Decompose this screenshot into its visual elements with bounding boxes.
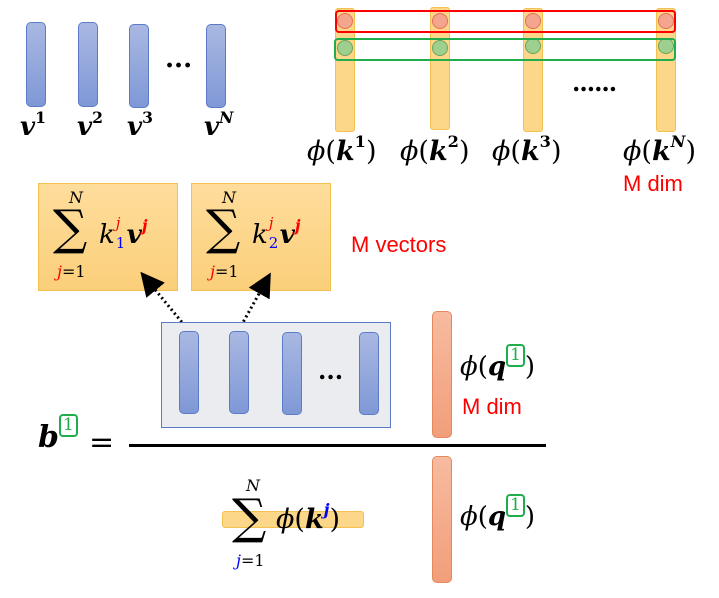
sum-upper-limit: N [222, 188, 236, 207]
equals-sign: = [89, 425, 115, 460]
value-ellipsis: ... [165, 44, 193, 74]
sum-lower-limit: j=1 [210, 262, 239, 281]
numerator-vector-bar-1 [179, 331, 199, 414]
query-feature-bar-numerator [432, 311, 452, 438]
key-element-dot-row2-2 [432, 40, 448, 56]
key-element-dot-row1-1 [337, 13, 353, 29]
value-label-2: v2 [77, 108, 103, 142]
sum-upper-limit: N [69, 188, 83, 207]
output-index-highlight: 1 [58, 414, 78, 437]
key-element-dot-row2-1 [337, 40, 353, 56]
dotted-arrow-1 [140, 271, 187, 327]
key-feature-label-2: ϕ(k2) [400, 132, 470, 167]
numerator-ellipsis: ... [318, 356, 344, 385]
first-dimension-highlight-box [335, 10, 676, 33]
m-vectors-label: M vectors [351, 232, 447, 257]
value-vector-bar-1 [26, 22, 46, 107]
fraction-bar [129, 444, 546, 447]
weighted-values-container [161, 322, 391, 428]
numerator-vector-bar-n [359, 332, 379, 415]
dotted-arrow-2 [239, 272, 271, 327]
denominator-key-term: ϕ(kj) [276, 500, 341, 535]
value-label-3: v3 [127, 108, 153, 142]
query-dim-label: M dim [462, 394, 522, 419]
sum-sigma: ∑ [206, 200, 241, 256]
key-sum-highlight-bar [222, 511, 364, 528]
key-feature-bar-2 [430, 7, 450, 130]
value-vector-bar-2 [78, 22, 98, 107]
key-element-dot-row1-2 [432, 13, 448, 29]
key-dim-label: M dim [623, 171, 683, 196]
query-index-highlight: 1 [506, 344, 525, 367]
query-index-highlight: 1 [506, 494, 525, 517]
numerator-vector-bar-3 [282, 332, 302, 415]
key-ellipsis: ...... [572, 68, 617, 97]
key-feature-label-1: ϕ(k1) [307, 132, 377, 167]
denominator-sigma: ∑ [232, 489, 267, 545]
key-element-dot-row1-3 [525, 13, 541, 29]
value-vector-bar-n [206, 24, 226, 108]
value-label-n: vN [204, 108, 234, 142]
key-feature-label-n: ϕ(kN) [623, 132, 697, 167]
key-element-dot-row1-n [658, 13, 674, 29]
sum-lower-limit: j=1 [57, 262, 86, 281]
denominator-lower-limit: j=1 [236, 551, 265, 570]
key-feature-label-3: ϕ(k3) [492, 132, 562, 167]
value-vector-bar-3 [129, 24, 149, 108]
query-feature-bar-denominator [432, 456, 452, 583]
second-dimension-highlight-box [334, 38, 676, 61]
value-label-1: v1 [20, 108, 46, 142]
denominator-upper-limit: N [246, 476, 260, 495]
sum-sigma: ∑ [53, 200, 88, 256]
numerator-vector-bar-2 [229, 331, 249, 414]
